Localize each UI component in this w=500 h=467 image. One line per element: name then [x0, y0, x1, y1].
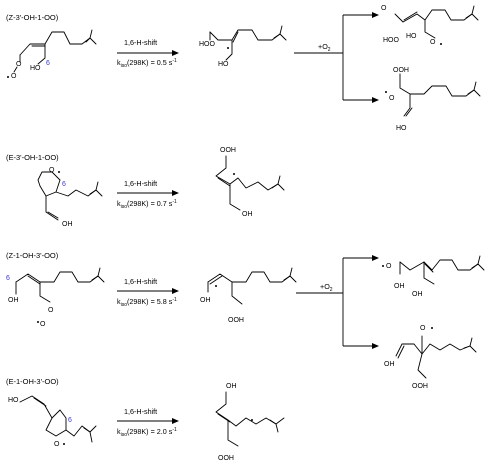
svg-text:+O2: +O2	[318, 42, 331, 53]
svg-text:OH: OH	[8, 297, 19, 304]
svg-text:+O2: +O2	[320, 282, 333, 293]
product-molecule-2: OOH OH	[215, 147, 285, 218]
arrow-label-3: 1,6-H-shift	[124, 277, 157, 286]
svg-text:O: O	[386, 263, 392, 270]
product-molecule-4: OH OOH	[215, 383, 285, 462]
svg-text:HO: HO	[396, 125, 407, 132]
svg-text:6: 6	[68, 417, 72, 424]
site-number: 6	[46, 60, 50, 67]
svg-text:OOH: OOH	[393, 67, 409, 74]
svg-text:OOH: OOH	[218, 455, 234, 462]
svg-text:6: 6	[6, 275, 10, 282]
svg-text:OH: OH	[242, 211, 253, 218]
svg-text:O: O	[430, 39, 436, 46]
svg-text:6: 6	[62, 181, 66, 188]
svg-text:OH: OH	[384, 361, 395, 368]
product-molecule-1: HOO HO	[199, 25, 287, 68]
species-label-1: (Z-3'-OH-1-OO)	[6, 13, 59, 22]
branch-product-3b: O OH OOH	[384, 325, 477, 390]
svg-text:HO: HO	[406, 33, 417, 40]
svg-text:OH: OH	[200, 297, 211, 304]
reaction-row-1: (Z-3'-OH-1-OO) O O HO 6 1,6-H-shift kiso…	[6, 5, 481, 132]
rate-constant-1: kiso(298K) = 0.5 s-1	[117, 58, 177, 69]
branch-arrow-3: +O2	[296, 255, 379, 349]
rate-constant-3: kiso(298K) = 5.8 s-1	[117, 297, 177, 308]
rate-constant-4: kiso(298K) = 2.0 s-1	[117, 427, 177, 438]
reaction-row-2: (E-3'-OH-1-OO) O 6 OH 1,6-H-shift kiso(2…	[6, 147, 285, 228]
oxygen-label: O	[16, 61, 22, 68]
svg-text:OOH: OOH	[220, 147, 236, 154]
svg-text:OOH: OOH	[412, 383, 428, 390]
branch-product-1b: OOH O HO	[385, 67, 481, 132]
branch-product-3a: O OH OH	[382, 255, 485, 298]
arrow-label-1: 1,6-H-shift	[124, 38, 157, 47]
svg-text:O: O	[420, 325, 426, 332]
svg-text:HOO: HOO	[383, 37, 400, 44]
reactant-molecule-4: HO 6 O	[8, 395, 97, 448]
species-label-2: (E-3'-OH-1-OO)	[6, 153, 59, 162]
hydroxyl-label: HO	[30, 65, 41, 72]
branch-arrow-1: +O2	[294, 12, 379, 103]
svg-text:OH: OH	[226, 383, 237, 390]
reactant-molecule-2: O 6 OH	[37, 167, 103, 228]
svg-text:O: O	[389, 95, 395, 102]
reaction-row-4: (E-1-OH-3'-OO) HO 6 O 1,6-H-shift kiso(2…	[6, 377, 285, 462]
svg-text:OH: OH	[394, 283, 405, 290]
reactant-molecule-3: 6 OH O O	[6, 267, 105, 328]
product-molecule-3: OH OOH	[200, 267, 297, 324]
svg-text:O: O	[49, 167, 55, 174]
reactant-molecule-1: O O HO 6	[7, 29, 97, 80]
svg-text:OH: OH	[62, 221, 73, 228]
species-label-3: (Z-1-OH-3'-OO)	[6, 251, 59, 260]
svg-text:O: O	[48, 307, 54, 314]
reaction-row-3: (Z-1-OH-3'-OO) 6 OH O O 1,6-H-shift kiso…	[6, 251, 485, 390]
svg-text:HOO: HOO	[199, 41, 216, 48]
svg-text:OOH: OOH	[228, 317, 244, 324]
branch-product-1a: O HOO HO O	[381, 5, 479, 46]
arrow-label-2: 1,6-H-shift	[124, 179, 157, 188]
svg-text:HO: HO	[8, 397, 19, 404]
species-label-4: (E-1-OH-3'-OO)	[6, 377, 59, 386]
svg-text:OH: OH	[412, 291, 423, 298]
svg-text:HO: HO	[218, 61, 229, 68]
svg-text:O: O	[54, 441, 60, 448]
svg-text:O: O	[381, 5, 387, 12]
arrow-label-4: 1,6-H-shift	[124, 407, 157, 416]
rate-constant-2: kiso(298K) = 0.7 s-1	[117, 199, 177, 210]
oxygen-radical-label: O	[11, 73, 17, 80]
svg-text:O: O	[40, 321, 46, 328]
